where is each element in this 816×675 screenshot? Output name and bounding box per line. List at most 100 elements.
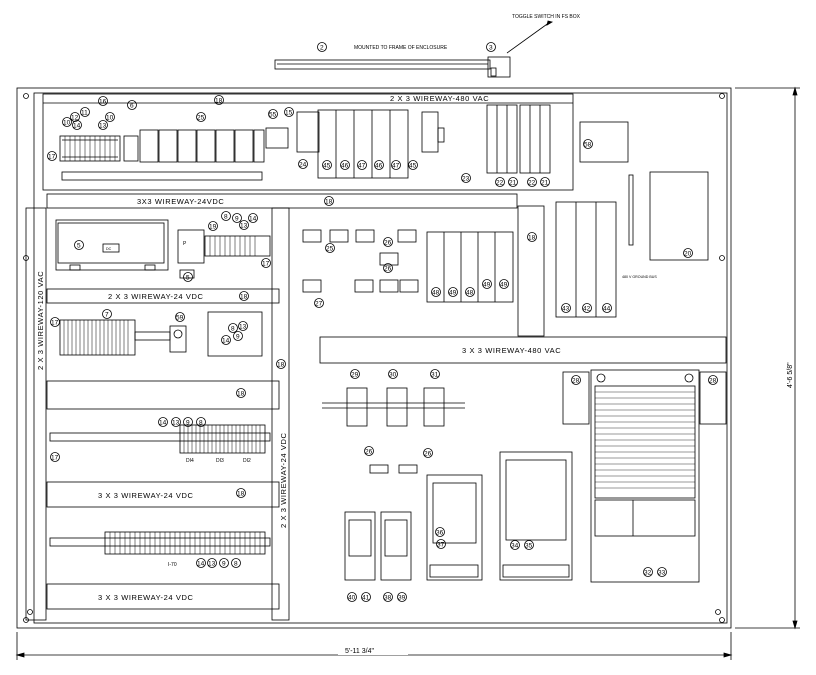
callout-41: 41 bbox=[362, 595, 370, 602]
callout-9-r: 9 bbox=[236, 334, 240, 341]
callout-49c: 49 bbox=[500, 282, 508, 289]
frame-rail bbox=[274, 59, 491, 70]
callout-27: 27 bbox=[315, 301, 323, 308]
callout-59: 59 bbox=[176, 315, 184, 322]
dc-label: DC bbox=[106, 247, 112, 251]
callout-8b: 8 bbox=[199, 420, 203, 427]
callout-12: 12 bbox=[71, 115, 79, 122]
toggle-switch bbox=[487, 56, 511, 78]
callout-45: 45 bbox=[323, 163, 331, 170]
callout-18-f: 18 bbox=[237, 491, 245, 498]
wireway-vertical-24-label: 2 X 3 WIREWAY-24 VDC bbox=[279, 433, 288, 529]
callout-13d: 13 bbox=[208, 561, 216, 568]
di2-label: DI2 bbox=[243, 458, 251, 464]
callout-14: 14 bbox=[73, 123, 81, 130]
callout-37: 37 bbox=[437, 542, 445, 549]
di4-label: DI4 bbox=[186, 458, 194, 464]
callout-49a: 49 bbox=[449, 290, 457, 297]
callout-5a: 5 bbox=[77, 243, 81, 250]
callout-11: 11 bbox=[81, 110, 88, 117]
callout-22: 22 bbox=[496, 180, 504, 187]
callout-55: 55 bbox=[269, 112, 277, 119]
callout-36: 36 bbox=[436, 530, 444, 537]
callout-28a: 28 bbox=[572, 378, 580, 385]
callout-22b: 22 bbox=[528, 180, 536, 187]
callout-32: 32 bbox=[644, 570, 652, 577]
callout-26c: 26 bbox=[365, 449, 373, 456]
callout-24: 24 bbox=[299, 162, 307, 169]
callout-25b: 25 bbox=[326, 246, 334, 253]
wireway-24-lower1-label: 3 X 3 WIREWAY-24 VDC bbox=[98, 491, 194, 500]
callout-13: 13 bbox=[99, 123, 107, 130]
ground-bus-label: 480 V GROUND BUS bbox=[622, 275, 657, 279]
callout-46: 46 bbox=[341, 163, 349, 170]
callout-9c: 9 bbox=[222, 561, 226, 568]
callout-33: 33 bbox=[658, 570, 666, 577]
callout-21b: 21 bbox=[541, 180, 549, 187]
mounted-label: MOUNTED TO FRAME OF ENCLOSURE bbox=[354, 45, 448, 51]
callout-14c: 14 bbox=[159, 420, 167, 427]
callout-48: 48 bbox=[432, 290, 440, 297]
callout-23: 23 bbox=[462, 176, 470, 183]
callout-48b: 48 bbox=[466, 290, 474, 297]
callout-17c: 17 bbox=[51, 320, 59, 327]
wireway-480-top-label: 2 X 3 WIREWAY-480 VAC bbox=[390, 94, 489, 103]
wireway-24-lower2-label: 3 X 3 WIREWAY-24 VDC bbox=[98, 593, 194, 602]
callout-43: 43 bbox=[562, 306, 570, 313]
callout-7: 7 bbox=[105, 312, 109, 319]
wireway-480-mid-label: 3 X 3 WIREWAY-480 VAC bbox=[462, 346, 561, 355]
callout-30: 30 bbox=[389, 372, 397, 379]
callout-31: 31 bbox=[431, 372, 439, 379]
wireway-24vdc-top-label: 3X3 WIREWAY-24VDC bbox=[137, 197, 224, 206]
backplate bbox=[33, 92, 728, 624]
callout-13-r: 13 bbox=[239, 324, 247, 331]
callout-25-top: 25 bbox=[197, 115, 205, 122]
callout-8-r: 8 bbox=[231, 326, 235, 333]
wireway-24vdc-2-label: 2 X 3 WIREWAY-24 VDC bbox=[108, 292, 204, 301]
callout-47: 47 bbox=[358, 163, 366, 170]
callout-40: 40 bbox=[348, 595, 356, 602]
callout-18-v: 18 bbox=[277, 362, 285, 369]
callout-49b: 49 bbox=[483, 282, 491, 289]
callout-14-r: 14 bbox=[222, 338, 230, 345]
callout-9: 9 bbox=[235, 216, 239, 223]
callout-13c: 13 bbox=[172, 420, 180, 427]
callout-34: 34 bbox=[511, 543, 519, 550]
callout-19a: 19 bbox=[209, 224, 217, 231]
wireway-120-label: 2 X 3 WIREWAY-120 VAC bbox=[36, 271, 45, 370]
callout-58: 58 bbox=[584, 142, 592, 149]
callout-39: 39 bbox=[398, 595, 406, 602]
callout-18b: 18 bbox=[325, 199, 333, 206]
callout-38: 38 bbox=[384, 595, 392, 602]
callout-3: 3 bbox=[489, 45, 493, 52]
callout-17b: 17 bbox=[262, 261, 270, 268]
callout-17d: 17 bbox=[51, 455, 59, 462]
callout-14b: 14 bbox=[249, 216, 257, 223]
callout-2: 2 bbox=[320, 45, 324, 52]
callout-5b: 5 bbox=[186, 275, 190, 282]
dimension-height: 4'-6 5/8" bbox=[787, 362, 794, 388]
callout-28b: 28 bbox=[709, 378, 717, 385]
toggle-switch-label: TOGGLE SWITCH IN FS BOX bbox=[512, 14, 581, 20]
wireway-480-top bbox=[42, 93, 574, 191]
callout-10b: 10 bbox=[63, 120, 71, 127]
di3-label: DI3 bbox=[216, 458, 224, 464]
callout-42: 42 bbox=[583, 306, 591, 313]
callout-8c: 8 bbox=[234, 561, 238, 568]
callout-15: 15 bbox=[285, 110, 293, 117]
callout-6: 6 bbox=[130, 103, 134, 110]
callout-44: 44 bbox=[603, 306, 611, 313]
callout-47b: 47 bbox=[392, 163, 400, 170]
callout-10: 10 bbox=[106, 115, 114, 122]
callout-26a: 26 bbox=[384, 240, 392, 247]
callout-18-w2: 18 bbox=[240, 294, 248, 301]
callout-29: 29 bbox=[351, 372, 359, 379]
callout-45b: 45 bbox=[409, 163, 417, 170]
i70-label: I-70 bbox=[168, 562, 177, 568]
callout-18-e: 18 bbox=[237, 391, 245, 398]
callout-8: 8 bbox=[224, 214, 228, 221]
callout-46b: 46 bbox=[375, 163, 383, 170]
callout-9b: 9 bbox=[186, 420, 190, 427]
callout-18-top: 18 bbox=[215, 98, 223, 105]
